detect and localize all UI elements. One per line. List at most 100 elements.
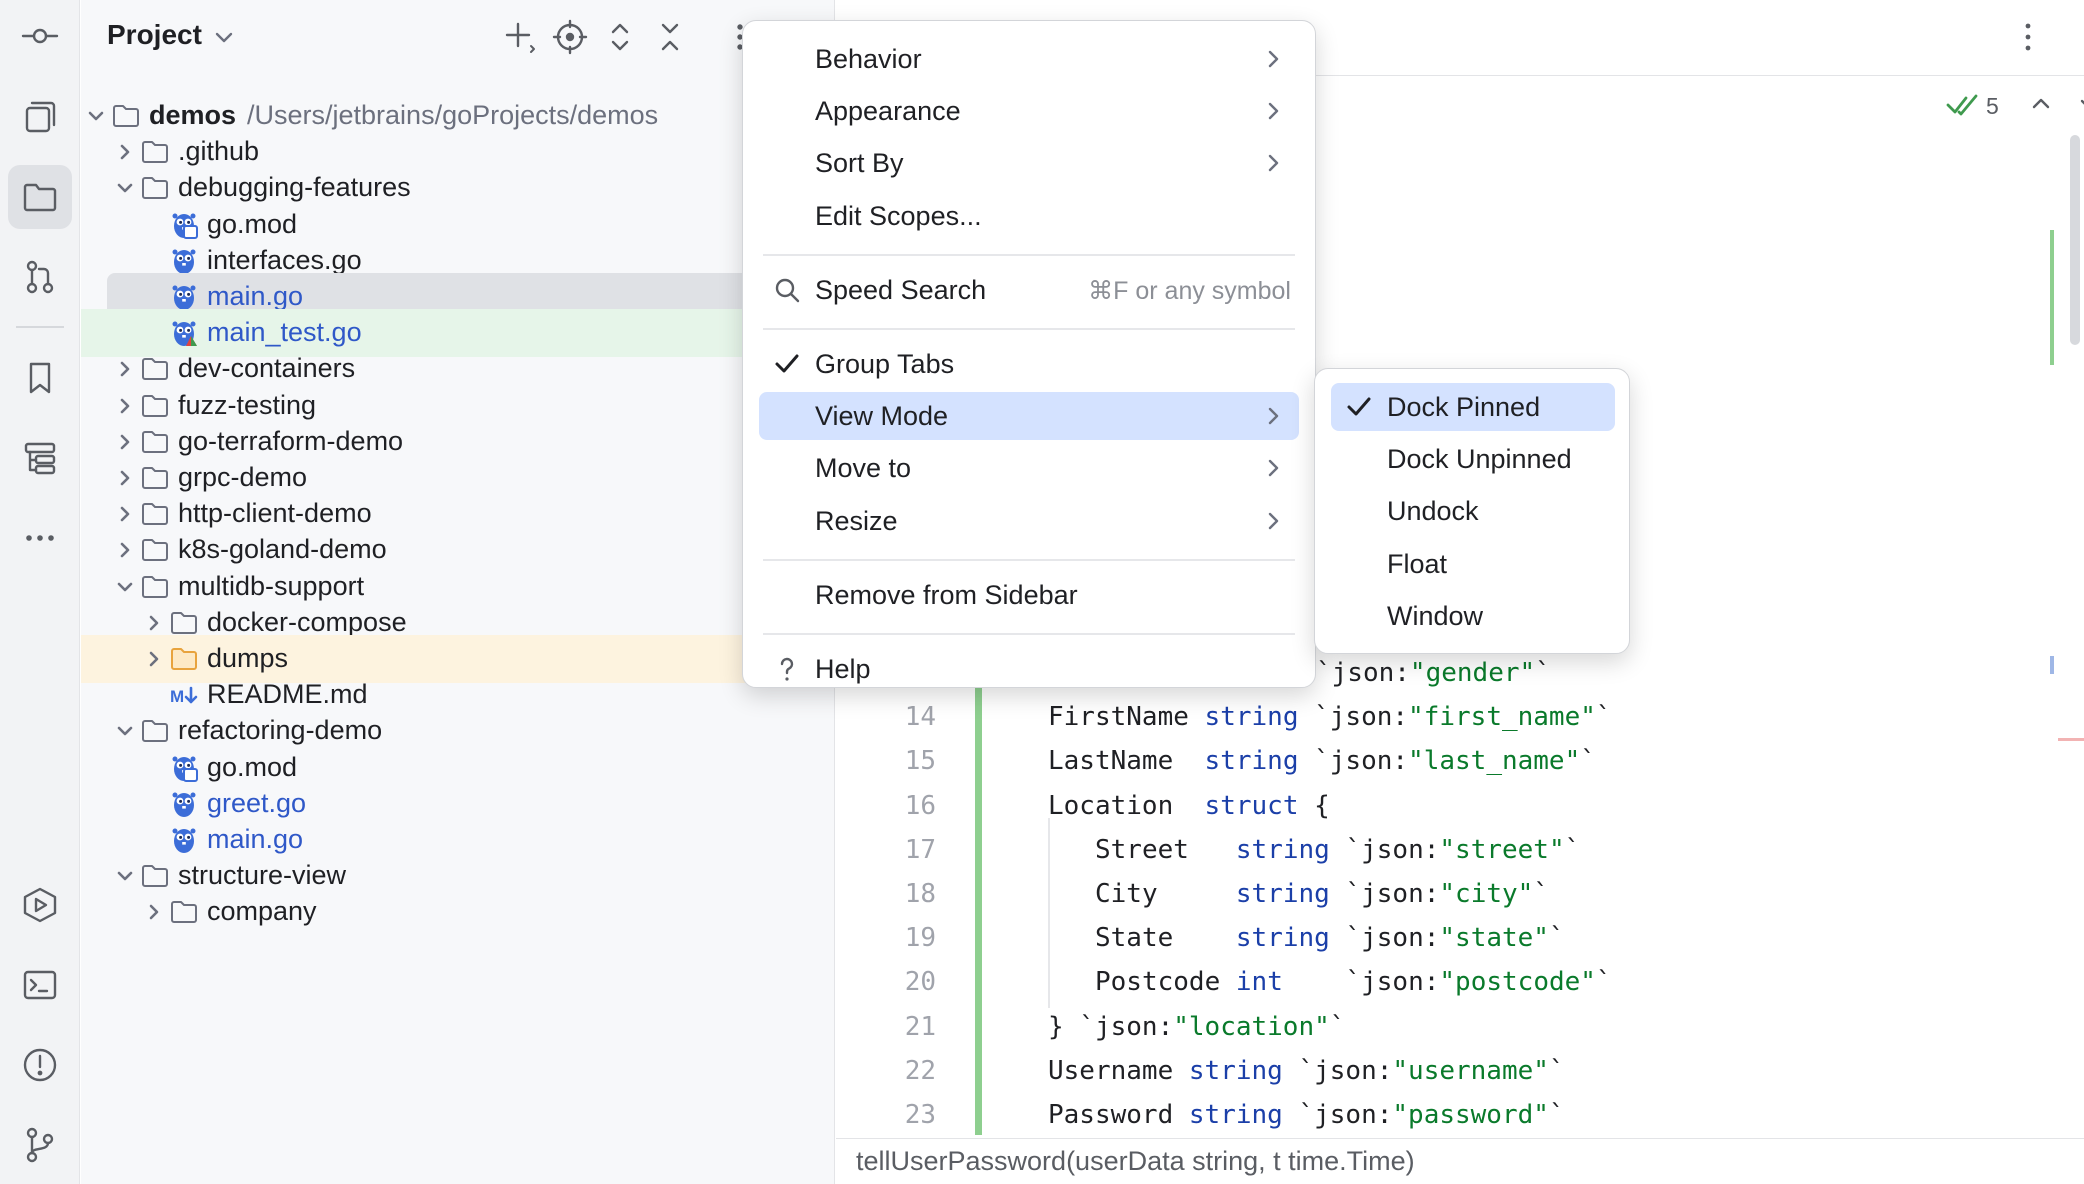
options-kebab-icon[interactable] (721, 18, 759, 56)
services-icon[interactable] (8, 873, 72, 937)
tree-node-label: main.go (207, 281, 304, 311)
tree-node[interactable]: http-client-demo (81, 490, 834, 538)
chevron-down-icon[interactable] (112, 175, 138, 201)
chevron-right-icon[interactable] (112, 501, 138, 527)
submenu-item-float[interactable]: Float (1331, 540, 1615, 588)
bookmarks-icon[interactable] (8, 346, 72, 410)
tree-node[interactable]: dev-containers (81, 345, 834, 393)
chevron-down-icon[interactable] (112, 718, 138, 744)
inspection-widget[interactable]: 5 (1946, 90, 2084, 122)
git-icon[interactable] (8, 1113, 72, 1177)
add-icon[interactable] (501, 18, 539, 56)
chevron-right-icon[interactable] (112, 393, 138, 419)
menu-item-shortcut: ⌘F or any symbol (1088, 276, 1291, 305)
chevron-down-icon[interactable] (112, 574, 138, 600)
pull-requests-icon[interactable] (8, 245, 72, 309)
previous-highlight-icon[interactable] (2029, 92, 2053, 121)
chevron-right-icon[interactable] (141, 899, 167, 925)
locate-icon[interactable] (551, 18, 589, 56)
chevron-right-icon[interactable] (141, 646, 167, 672)
vcs-change-marker[interactable] (975, 680, 982, 1135)
tree-node[interactable]: demos/Users/jetbrains/goProjects/demos (81, 92, 834, 140)
chevron-right-icon[interactable] (112, 139, 138, 165)
tree-node[interactable]: multidb-support (81, 563, 834, 611)
collapse-all-icon[interactable] (651, 18, 689, 56)
chevron-down-icon[interactable] (211, 24, 237, 50)
structure-icon[interactable] (8, 85, 72, 149)
tree-node[interactable]: main_test.go (81, 309, 834, 358)
breadcrumb-function[interactable]: tellUserPassword(userData string, t time… (856, 1146, 1415, 1176)
panel-title[interactable]: Project (107, 19, 202, 50)
submenu-item-dock-unpinned[interactable]: Dock Unpinned (1331, 435, 1615, 483)
expand-all-icon[interactable] (601, 18, 639, 56)
chevron-right-icon[interactable] (141, 610, 167, 636)
chevron-right-icon[interactable] (112, 465, 138, 491)
code-token: ` (1548, 923, 1565, 954)
tree-node[interactable]: k8s-goland-demo (81, 526, 834, 574)
editor-scrollbar[interactable] (2070, 135, 2080, 345)
submenu-item-window[interactable]: Window (1331, 592, 1615, 640)
project-folder-icon[interactable] (8, 165, 72, 229)
chevron-right-icon[interactable] (112, 356, 138, 382)
tree-node[interactable]: debugging-features (81, 164, 834, 212)
tree-node[interactable]: .github (81, 128, 834, 176)
editor-more-icon[interactable] (2024, 22, 2032, 52)
tree-node[interactable]: greet.go (81, 780, 834, 828)
submenu-item-dock-pinned[interactable]: Dock Pinned (1331, 383, 1615, 431)
tree-node[interactable]: interfaces.go (81, 237, 834, 285)
tree-node[interactable]: fuzz-testing (81, 382, 834, 430)
tree-node[interactable]: go.mod (81, 201, 834, 249)
tree-node[interactable]: grpc-demo (81, 454, 834, 502)
tree-node[interactable]: refactoring-demo (81, 707, 834, 755)
chevron-down-icon[interactable] (83, 103, 109, 129)
breadcrumb-bar: tellUserPassword(userData string, t time… (836, 1138, 2084, 1184)
tree-node[interactable]: dumps (81, 635, 834, 683)
menu-item-move-to[interactable]: Move to (759, 444, 1299, 492)
tree-node[interactable]: company (81, 888, 834, 936)
menu-item-help[interactable]: Help (759, 645, 1299, 693)
menu-item-speed-search[interactable]: Speed Search⌘F or any symbol (759, 266, 1299, 314)
more-icon[interactable] (8, 506, 72, 570)
next-highlight-icon[interactable] (2077, 92, 2084, 121)
line-number: 21 (904, 1011, 936, 1042)
problems-icon[interactable] (8, 1033, 72, 1097)
menu-item-appearance[interactable]: Appearance (759, 87, 1299, 135)
menu-item-view-mode[interactable]: View Mode (759, 392, 1299, 441)
code-line[interactable]: 21} `json:"location"` (836, 1012, 2084, 1056)
tree-node[interactable]: main.go (81, 816, 834, 864)
menu-item-edit-scopes[interactable]: Edit Scopes... (759, 192, 1299, 240)
menu-item-remove-from-sidebar[interactable]: Remove from Sidebar (759, 571, 1299, 619)
code-line[interactable]: `json:"gender"` (836, 658, 2084, 702)
chevron-right-icon[interactable] (112, 537, 138, 563)
menu-item-behavior[interactable]: Behavior (759, 35, 1299, 83)
terminal-icon[interactable] (8, 953, 72, 1017)
menu-item-sort-by[interactable]: Sort By (759, 139, 1299, 187)
menu-item-label: Move to (815, 453, 912, 484)
chevron-down-icon[interactable] (112, 863, 138, 889)
tree-node[interactable]: structure-view (81, 852, 834, 900)
tree-node[interactable]: go.mod (81, 744, 834, 792)
tree-node-label: go.mod (207, 208, 298, 239)
chevron-right-icon[interactable] (112, 429, 138, 455)
tree-node[interactable]: docker-compose (81, 599, 834, 647)
code-token: LastName (1048, 746, 1205, 777)
commit-icon[interactable] (8, 4, 72, 68)
submenu-item-undock[interactable]: Undock (1331, 487, 1615, 535)
code-text: State string `json:"state"` (1095, 923, 1565, 953)
menu-item-resize[interactable]: Resize (759, 497, 1299, 545)
code-token: Username (1048, 1055, 1189, 1086)
menu-item-group-tabs[interactable]: Group Tabs (759, 340, 1299, 388)
hierarchy-icon[interactable] (8, 426, 72, 490)
tree-node[interactable]: go-terraform-demo (81, 418, 834, 466)
folder-icon (140, 391, 170, 421)
